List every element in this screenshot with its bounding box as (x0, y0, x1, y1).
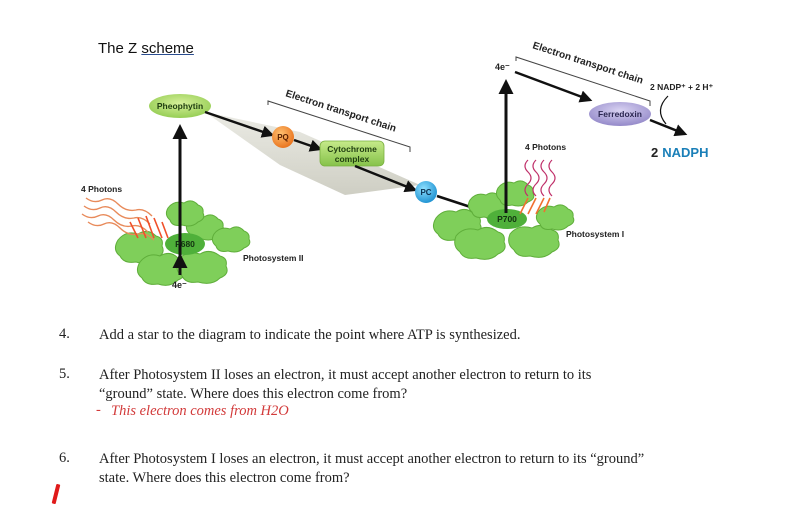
pheophytin-label: Pheophytin (157, 101, 203, 111)
ferredoxin-node (589, 102, 651, 126)
question-6-line-2: state. Where does this electron come fro… (99, 470, 350, 486)
ps1-photons-label: 4 Photons (525, 142, 566, 152)
ps2-label: Photosystem II (243, 253, 303, 263)
nadph-label: 2 NADPH (651, 145, 708, 160)
ps2-electrons-label: 4e⁻ (172, 280, 187, 290)
nadp-curve (659, 95, 669, 125)
question-6-number: 6. (59, 450, 70, 466)
nadph-name: NADPH (662, 145, 708, 160)
etc-label-2: Electron transport chain (531, 40, 644, 86)
p700-center (487, 209, 527, 229)
title-prefix: The Z (98, 40, 142, 57)
title-underlined-word: scheme (141, 40, 194, 57)
photosystem-i-cluster (432, 180, 575, 260)
nadph-count: 2 (651, 145, 658, 160)
ps1-electrons-label: 4e⁻ (495, 62, 510, 72)
answer-5-marker: - (96, 402, 101, 418)
question-4-number: 4. (59, 326, 70, 342)
cytochrome-node (319, 140, 385, 167)
photons-ps2 (81, 197, 169, 241)
diagram-title: The Z scheme (98, 40, 194, 57)
question-5-line-2: “ground” state. Where does this electron… (99, 386, 408, 402)
etc-bracket-2 (515, 56, 651, 106)
pheophytin-node (149, 94, 211, 118)
pc-label: PC (420, 188, 431, 197)
photons-ps1 (519, 159, 556, 215)
cytochrome-label-1: Cytochrome (327, 144, 377, 154)
text-cursor-mark (51, 483, 61, 505)
question-4-text: Add a star to the diagram to indicate th… (99, 327, 521, 343)
etc-bracket-1 (267, 100, 411, 152)
pq-node (272, 126, 294, 148)
question-6-line-1: After Photosystem I loses an electron, i… (99, 451, 645, 467)
etc-shadow (205, 112, 420, 195)
photosystem-ii-cluster (114, 200, 251, 286)
pc-node (415, 181, 437, 203)
p680-label: P680 (175, 239, 195, 249)
question-5-line-1: After Photosystem II loses an electron, … (99, 367, 592, 383)
question-5-number: 5. (59, 366, 70, 382)
p680-center (165, 233, 205, 255)
ps1-label: Photosystem I (566, 229, 624, 239)
z-scheme-diagram: Electron transport chain Electron transp… (81, 40, 714, 290)
answer-5-text: This electron comes from H2O (111, 403, 289, 419)
ferredoxin-label: Ferredoxin (598, 109, 642, 119)
reactants-label: 2 NADP⁺ + 2 H⁺ (650, 82, 714, 92)
cytochrome-label-2: complex (335, 154, 370, 164)
ps2-photons-label: 4 Photons (81, 184, 122, 194)
p700-label: P700 (497, 214, 517, 224)
pq-label: PQ (277, 133, 289, 142)
